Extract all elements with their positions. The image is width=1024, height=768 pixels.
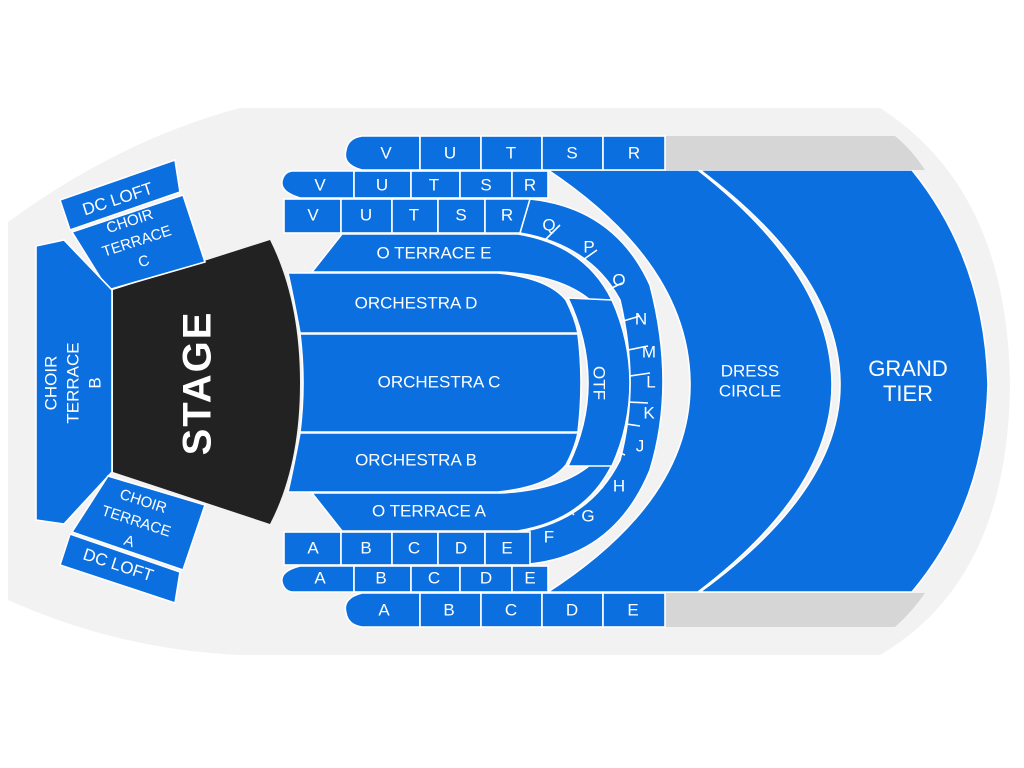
section-bottom-middle-a[interactable] xyxy=(281,565,355,593)
section-top-upper-t[interactable] xyxy=(480,135,543,171)
section-bottom-lower-a[interactable] xyxy=(344,592,421,628)
section-bottom-upper-d[interactable] xyxy=(437,531,486,566)
section-bottom-middle-d[interactable] xyxy=(459,565,513,593)
section-top-lower-s[interactable] xyxy=(437,198,486,234)
unavailable-area-top xyxy=(665,136,925,170)
section-top-middle-u[interactable] xyxy=(353,170,412,199)
row-group-bottom-lower: A B C D E xyxy=(344,592,666,628)
section-bottom-lower-e[interactable] xyxy=(602,592,666,628)
section-top-middle-v[interactable] xyxy=(281,170,355,199)
section-top-upper-v[interactable] xyxy=(344,135,421,171)
row-group-bottom-middle: A B C D E xyxy=(281,565,549,593)
section-choir-terrace-b[interactable] xyxy=(35,239,113,525)
row-group-bottom-upper: A B C D E xyxy=(283,531,531,566)
section-dc-loft-top[interactable] xyxy=(58,158,181,232)
section-bottom-middle-c[interactable] xyxy=(410,565,461,593)
section-grand-tier[interactable] xyxy=(697,169,989,593)
orchestra-group: O TERRACE E ORCHESTRA D ORCHESTRA C ORCH… xyxy=(287,233,631,532)
row-group-top-lower: V U T S R xyxy=(283,198,531,234)
section-orchestra-d[interactable] xyxy=(287,272,579,334)
row-group-top-upper: V U T S R xyxy=(344,135,666,171)
section-dc-loft-bottom[interactable] xyxy=(58,532,181,605)
section-top-lower-v[interactable] xyxy=(283,198,342,234)
section-bottom-middle-e[interactable] xyxy=(511,565,549,593)
section-choir-terrace-c[interactable] xyxy=(70,193,207,291)
section-bottom-middle-b[interactable] xyxy=(353,565,412,593)
section-top-upper-s[interactable] xyxy=(541,135,604,171)
section-top-lower-u[interactable] xyxy=(340,198,393,234)
section-top-middle-s[interactable] xyxy=(459,170,513,199)
section-bottom-upper-e[interactable] xyxy=(484,531,531,566)
section-top-upper-u[interactable] xyxy=(419,135,482,171)
section-top-lower-t[interactable] xyxy=(391,198,439,234)
section-top-middle-r[interactable] xyxy=(511,170,549,199)
section-bottom-upper-c[interactable] xyxy=(391,531,439,566)
section-bottom-lower-c[interactable] xyxy=(480,592,543,628)
section-bottom-upper-b[interactable] xyxy=(340,531,393,566)
section-orchestra-b[interactable] xyxy=(287,432,579,493)
unavailable-area-bottom xyxy=(665,593,925,627)
section-dress-circle[interactable] xyxy=(545,169,833,593)
section-top-middle-t[interactable] xyxy=(410,170,461,199)
section-top-upper-r[interactable] xyxy=(602,135,666,171)
section-choir-terrace-a[interactable] xyxy=(70,475,207,572)
row-group-top-middle: V U T S R xyxy=(281,170,549,199)
section-otf[interactable] xyxy=(566,297,631,467)
section-orchestra-c[interactable] xyxy=(299,333,582,433)
stage xyxy=(113,240,300,524)
section-bottom-lower-b[interactable] xyxy=(419,592,482,628)
section-bottom-upper-a[interactable] xyxy=(283,531,342,566)
section-bottom-lower-d[interactable] xyxy=(541,592,604,628)
stage-label: STAGE xyxy=(176,311,220,456)
